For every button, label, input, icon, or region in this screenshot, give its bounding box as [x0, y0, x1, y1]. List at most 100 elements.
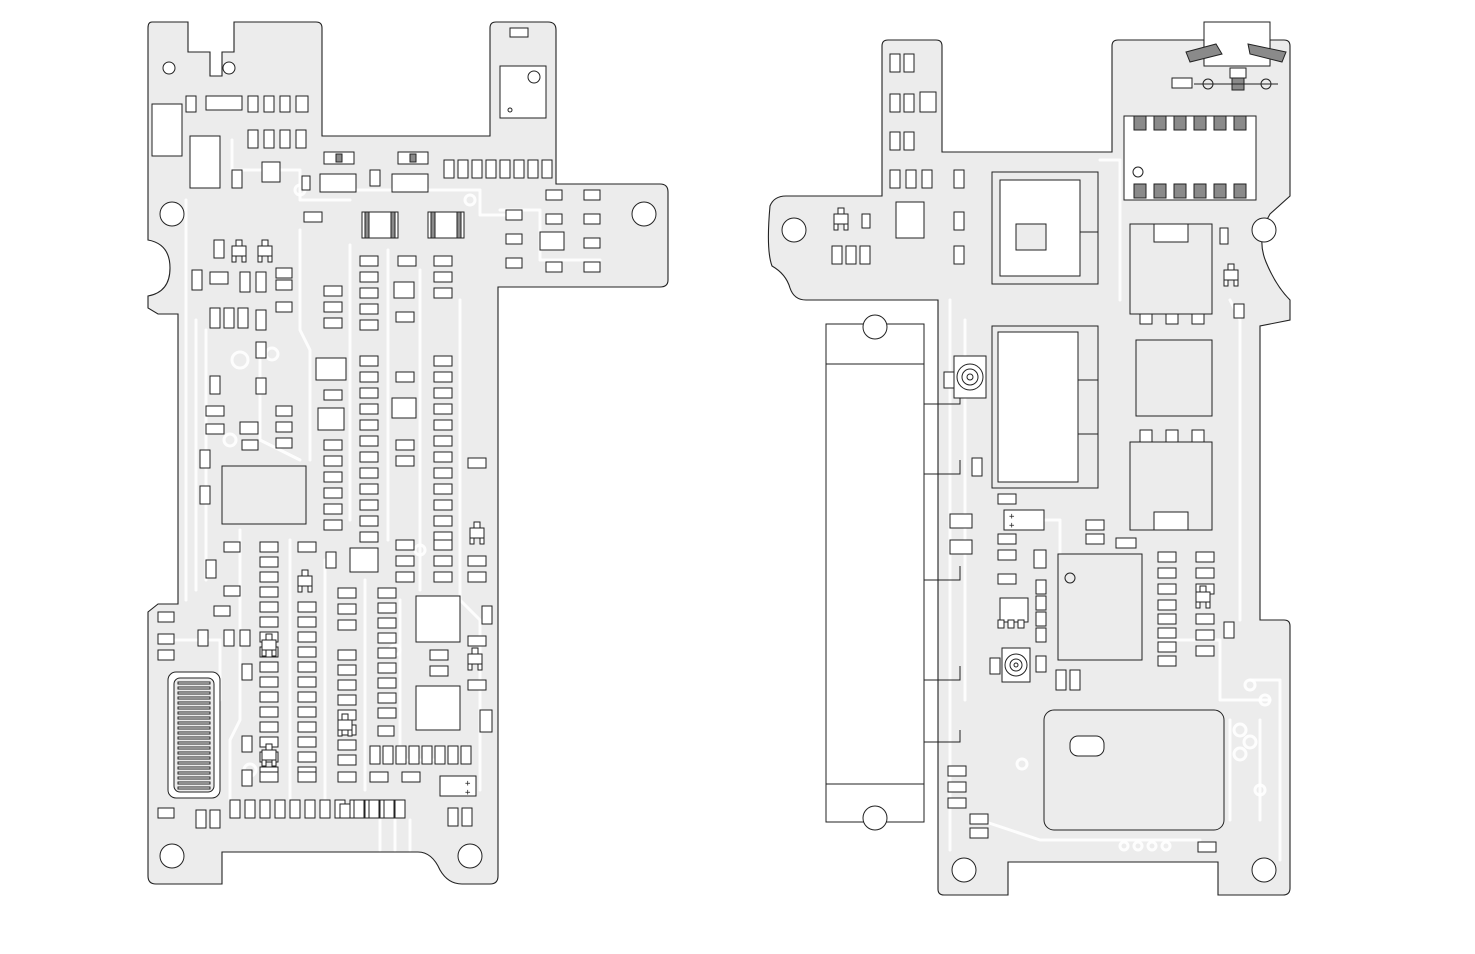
capacitor [360, 516, 378, 526]
resistor [245, 800, 255, 818]
capacitor [1158, 552, 1176, 562]
resistor [832, 246, 842, 264]
capacitor [396, 556, 414, 566]
capacitor [378, 708, 396, 718]
capacitor [506, 210, 522, 220]
capacitor [1196, 568, 1214, 578]
resistor [224, 630, 234, 646]
polarity-box [440, 776, 476, 796]
connector-pin [178, 737, 210, 739]
capacitor [1158, 600, 1176, 610]
diode [256, 310, 266, 330]
ic-chip [222, 466, 306, 524]
connector-pin [178, 722, 210, 724]
diode [324, 152, 354, 164]
capacitor [360, 532, 378, 542]
resistor [458, 160, 468, 178]
capacitor [298, 662, 316, 672]
capacitor [260, 557, 278, 567]
capacitor [298, 677, 316, 687]
resistor [862, 214, 870, 228]
pad [998, 620, 1004, 628]
capacitor [378, 618, 396, 628]
resistor [192, 270, 202, 290]
capacitor [434, 556, 452, 566]
transistor-pin [262, 240, 268, 246]
resistor [472, 160, 482, 178]
resistor [486, 160, 496, 178]
mount-hole [160, 202, 184, 226]
resistor [383, 746, 393, 764]
transistor-pin [1228, 264, 1234, 270]
diode [1234, 304, 1244, 318]
capacitor [158, 808, 174, 818]
capacitor [1196, 552, 1214, 562]
resistor [305, 800, 315, 818]
ic-pin [1154, 116, 1166, 130]
transistor-pin [242, 256, 246, 262]
transistor-pin [844, 224, 848, 230]
resistor [302, 176, 310, 190]
capacitor [998, 494, 1016, 504]
transistor-body [298, 576, 312, 586]
capacitor [360, 452, 378, 462]
capacitor [360, 404, 378, 414]
capacitor [360, 304, 378, 314]
capacitor [276, 438, 292, 448]
capacitor [398, 256, 416, 266]
capacitor [360, 288, 378, 298]
resistor [242, 664, 252, 680]
resistor [275, 800, 285, 818]
transistor-pin [272, 650, 276, 656]
capacitor [396, 372, 414, 382]
capacitor [360, 356, 378, 366]
capacitor [338, 665, 356, 675]
capacitor [158, 650, 174, 660]
transistor-body [468, 654, 482, 664]
capacitor [260, 677, 278, 687]
capacitor [1036, 628, 1046, 642]
connector-pin [178, 687, 210, 689]
resistor [422, 746, 432, 764]
resistor [230, 800, 240, 818]
connector-pin [178, 777, 210, 779]
resistor [482, 606, 492, 624]
transistor-pin [474, 522, 480, 528]
board-right: + + [768, 22, 1290, 895]
capacitor [260, 542, 278, 552]
resistor [972, 458, 982, 476]
capacitor [324, 504, 342, 514]
resistor [462, 808, 472, 826]
resistor [890, 132, 900, 150]
capacitor [1036, 596, 1046, 610]
trimmer-pot [954, 356, 986, 398]
connector-pin [178, 702, 210, 704]
resistor [260, 800, 270, 818]
connector-pin [178, 757, 210, 759]
capacitor [434, 404, 452, 414]
resistor [210, 810, 220, 828]
ic-pin [1134, 184, 1146, 198]
transistor-body [232, 246, 246, 256]
connector-pin [178, 682, 210, 684]
resistor [240, 630, 250, 646]
capacitor [1158, 568, 1176, 578]
capacitor [1196, 646, 1214, 656]
resistor [206, 560, 216, 578]
mount-hole [1252, 858, 1276, 882]
trimmer-pot [1002, 648, 1030, 682]
capacitor [338, 755, 356, 765]
capacitor [1158, 628, 1176, 638]
capacitor [276, 406, 292, 416]
resistor [198, 630, 208, 646]
capacitor [970, 828, 988, 838]
capacitor [434, 572, 452, 582]
connector-pin [178, 782, 210, 784]
capacitor [260, 707, 278, 717]
ic-block [1136, 340, 1212, 416]
capacitor [360, 436, 378, 446]
capacitor [468, 680, 486, 690]
transistor-pin [834, 224, 838, 230]
transistor-pin [236, 240, 242, 246]
diode [378, 726, 394, 736]
